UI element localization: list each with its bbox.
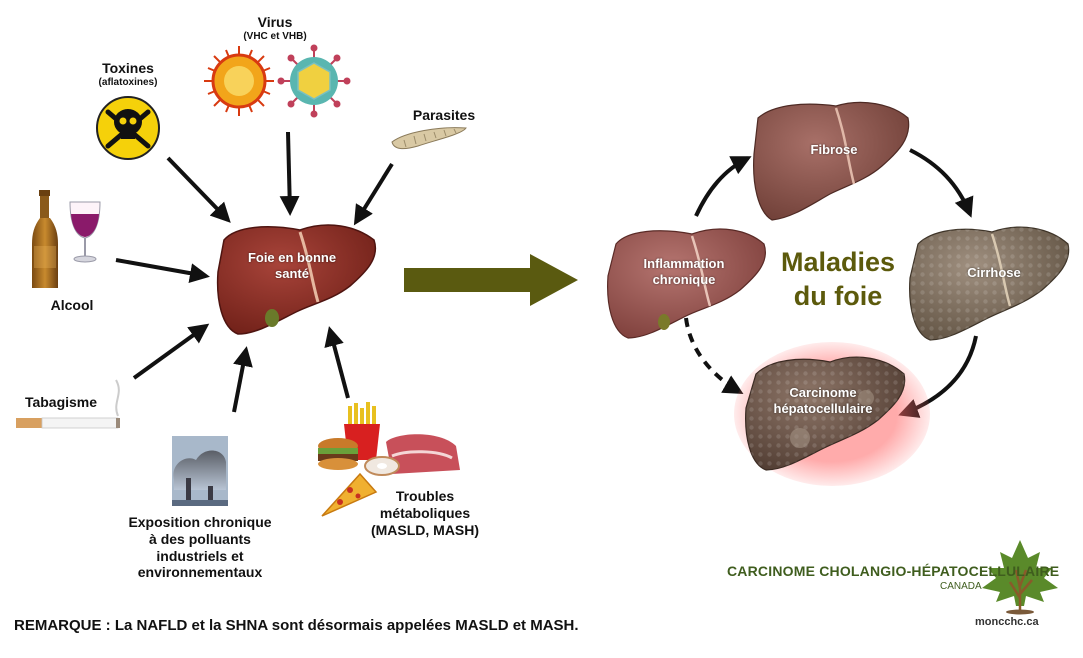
- maple-leaf-tree-icon: [982, 540, 1058, 615]
- cirrhose-label: Cirrhose: [967, 265, 1021, 280]
- note-text: REMARQUE : La NAFLD et la SHNA sont déso…: [14, 617, 579, 634]
- virus-icon: [204, 44, 351, 118]
- arrow-alcool: [115, 258, 210, 284]
- big-arrow-icon: [404, 254, 578, 306]
- parasites-label: Parasites: [412, 107, 476, 123]
- arrow-parasites: [353, 162, 394, 226]
- arrow-inflammation-fibrose: [694, 156, 752, 217]
- brand-name: CARCINOME CHOLANGIO-HÉPATOCELLULAIRE: [727, 563, 1060, 579]
- brand-site: moncchc.ca: [975, 616, 1039, 628]
- healthy-liver-icon: [216, 224, 377, 335]
- arrow-toxines: [166, 156, 231, 223]
- skull-crossbones-icon: [96, 96, 160, 160]
- arrow-exposition: [232, 346, 253, 413]
- diseases-title: Maladies du foie: [780, 247, 896, 311]
- alcool-label: Alcool: [50, 297, 94, 313]
- factory-smoke-icon: [172, 436, 228, 506]
- inflammation-label: Inflammation chronique: [643, 256, 725, 287]
- arrow-troubles: [324, 326, 350, 399]
- brand-country: CANADA: [940, 581, 982, 592]
- virus-label: Virus (VHC et VHB): [243, 14, 307, 42]
- wine-glass-icon: [69, 201, 101, 263]
- junk-food-icon: [318, 402, 460, 517]
- parasite-icon: [391, 127, 467, 150]
- arrow-fibrose-cirrhose: [909, 148, 974, 218]
- carcinome-label: Carcinome hépatocellulaire: [773, 385, 873, 416]
- inflammation-liver-icon: [607, 228, 766, 339]
- arrow-virus: [279, 131, 300, 216]
- carcinoma-liver-icon: [734, 342, 930, 486]
- beer-bottle-icon: [32, 190, 58, 288]
- toxines-label: Toxines (aflatoxines): [98, 60, 158, 88]
- arrow-tabagisme: [132, 323, 210, 380]
- arrow-inflammation-carcinome: [684, 317, 744, 394]
- troubles-label: Troubles métaboliques (MASLD, MASH): [370, 488, 480, 538]
- cigarette-icon: [16, 379, 120, 429]
- healthy-liver-label: Foie en bonne santé: [247, 250, 337, 281]
- exposition-label: Exposition chronique à des polluants ind…: [128, 514, 272, 581]
- fibrosis-liver-icon: [753, 101, 910, 221]
- fibrose-label: Fibrose: [810, 142, 858, 157]
- cirrhosis-liver-icon: [909, 226, 1070, 341]
- tabagisme-label: Tabagisme: [24, 394, 98, 410]
